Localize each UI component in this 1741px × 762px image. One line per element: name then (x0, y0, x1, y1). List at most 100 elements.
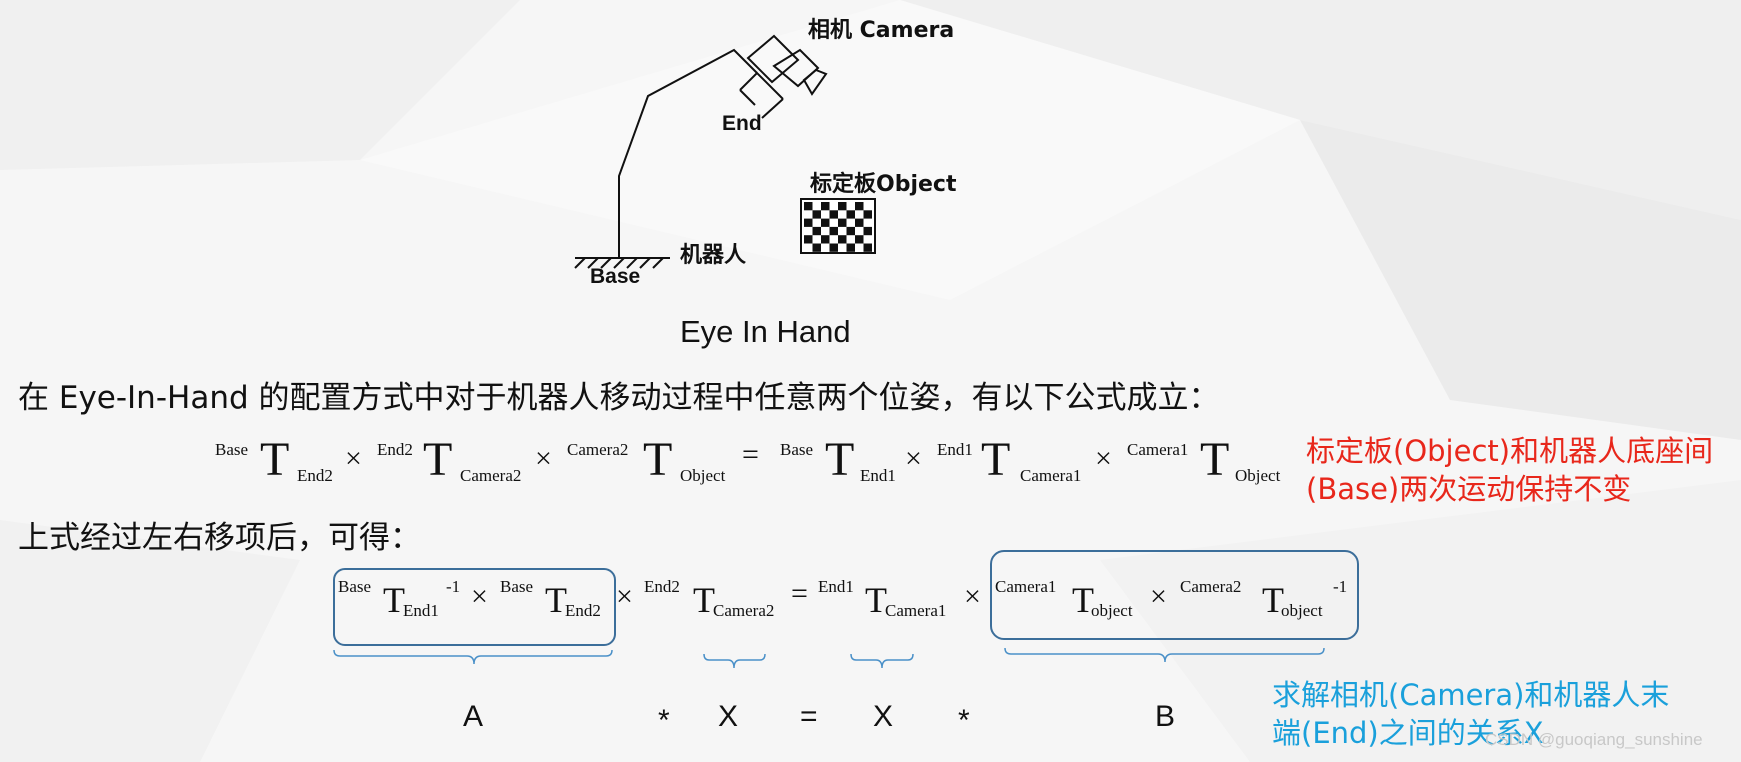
f1-sup-base: Base (780, 440, 814, 459)
f1-sup-end1: End1 (937, 440, 973, 459)
checker-square (838, 202, 847, 211)
box-a (333, 568, 616, 646)
f1-times: × (535, 442, 552, 475)
f2-sup-base: Base (500, 577, 534, 596)
checker-square (804, 202, 813, 211)
checker-square (838, 235, 847, 244)
f2-sub-end2: End2 (565, 601, 601, 620)
checker-square (829, 243, 838, 252)
checker-square (838, 218, 847, 227)
box-b (990, 550, 1359, 640)
gripper (739, 71, 784, 100)
robot-label: 机器人 (680, 243, 747, 268)
checker-square (804, 218, 813, 227)
f1-T: T (981, 433, 1011, 486)
checker-square (829, 210, 838, 219)
robot-arm (618, 48, 758, 258)
after-text: 上式经过左右移项后，可得： (18, 520, 421, 556)
f1-T: T (1200, 433, 1230, 486)
f1-times: × (1095, 442, 1112, 475)
f2-sup-end2: End2 (644, 577, 680, 596)
f1-sup-end2: End2 (377, 440, 413, 459)
base-label: Base (590, 265, 641, 288)
f2-times: × (964, 580, 981, 613)
end-label: End (722, 112, 762, 135)
checker-square (855, 202, 864, 211)
f2-sub-object: object (1281, 601, 1323, 620)
f2-inverse: -1 (1333, 577, 1348, 596)
diagram-title: Eye In Hand (680, 314, 851, 349)
f2-T: T (1262, 580, 1284, 620)
checker-square (846, 243, 855, 252)
object-base-note-line2: (Base)两次运动保持不变 (1306, 472, 1632, 506)
checker-square (812, 226, 821, 236)
calibration-board-icon (800, 198, 876, 254)
symbol-x: X (873, 700, 894, 733)
solve-x-note: 求解相机(Camera)和机器人末 端(End)之间的关系X (1272, 676, 1669, 752)
f2-sup-base: Base (338, 577, 372, 596)
f1-sub-end2: End2 (297, 466, 333, 485)
robot-diagram (574, 34, 828, 269)
f2-sup-camera2: Camera2 (1180, 577, 1242, 596)
checker-square (855, 218, 864, 227)
brace-x2 (850, 653, 914, 669)
object-base-note-line1: 标定板(Object)和机器人底座间 (1306, 434, 1714, 468)
brace-a (333, 649, 613, 665)
f1-sub-camera2: Camera2 (460, 466, 522, 485)
f1-times: × (345, 442, 362, 475)
checker-square (804, 235, 813, 244)
solve-x-note-line1: 求解相机(Camera)和机器人末 (1272, 678, 1670, 712)
f2-T: T (383, 580, 405, 620)
checker-square (855, 235, 864, 244)
f2-times: × (616, 580, 633, 613)
f1-sup-base: Base (215, 440, 249, 459)
checker-square (812, 210, 821, 219)
f2-sup-camera1: Camera1 (995, 577, 1057, 596)
checker-square (829, 226, 838, 236)
f1-sub-camera1: Camera1 (1020, 466, 1082, 485)
checker-square (863, 243, 872, 252)
symbol-b: B (1155, 700, 1176, 733)
checker-square (846, 210, 855, 219)
f2-times: × (471, 580, 488, 613)
f2-T: T (865, 580, 887, 620)
checker-square (821, 202, 830, 211)
watermark: CSDN @guoqiang_sunshine (1485, 730, 1703, 749)
solve-x-note-line2: 端(End)之间的关系X (1272, 716, 1544, 750)
f2-inverse: -1 (446, 577, 461, 596)
checker-square (863, 210, 872, 219)
f2-T: T (693, 580, 715, 620)
f2-sub-object: object (1091, 601, 1133, 620)
symbol-star: * (658, 704, 670, 737)
f2-equals: = (791, 577, 808, 610)
symbol-x: X (718, 700, 739, 733)
f1-sub-object: Object (680, 466, 726, 485)
brace-x1 (703, 653, 766, 669)
f1-sub-object: Object (1235, 466, 1281, 485)
symbol-equals: = (800, 700, 818, 733)
f2-sup-end1: End1 (818, 577, 854, 596)
camera-icon (746, 34, 828, 96)
checker-square (863, 226, 872, 236)
f1-T: T (423, 433, 453, 486)
f1-equals: = (742, 438, 759, 471)
object-base-note: 标定板(Object)和机器人底座间 (Base)两次运动保持不变 (1306, 432, 1713, 508)
f1-sub-end1: End1 (860, 466, 896, 485)
f2-T: T (545, 580, 567, 620)
f2-times: × (1150, 580, 1167, 613)
camera-label: 相机 Camera (808, 18, 955, 43)
f2-sub-end1: End1 (403, 601, 439, 620)
intro-text: 在 Eye-In-Hand 的配置方式中对于机器人移动过程中任意两个位姿，有以下… (18, 380, 1220, 416)
f1-sup-camera2: Camera2 (567, 440, 629, 459)
f1-T: T (643, 433, 673, 486)
checker-square (821, 218, 830, 227)
f1-sup-camera1: Camera1 (1127, 440, 1189, 459)
f1-T: T (825, 433, 855, 486)
checker-square (821, 235, 830, 244)
symbol-star: * (958, 704, 970, 737)
checker-square (846, 226, 855, 236)
checker-square (812, 243, 821, 252)
f2-sub-camera1: Camera1 (885, 601, 947, 620)
f1-times: × (905, 442, 922, 475)
